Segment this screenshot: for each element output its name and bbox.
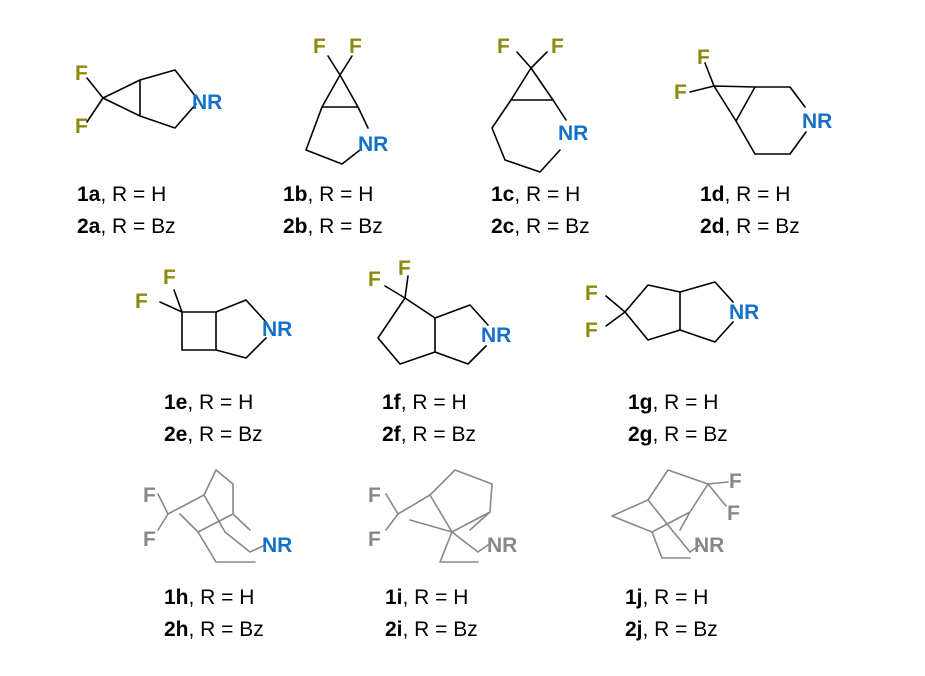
svg-text:2a, R = Bz: 2a, R = Bz — [77, 215, 176, 238]
svg-text:1f, R = H: 1f, R = H — [382, 391, 467, 414]
svg-text:1g, R = H: 1g, R = H — [628, 391, 718, 414]
fluorine-atom: F — [497, 35, 510, 58]
label-1c: 1c, R = H 2c, R = Bz — [491, 183, 590, 238]
structure-1f: F F NR — [368, 257, 511, 365]
label-1d: 1d, R = H 2d, R = Bz — [700, 183, 800, 238]
structure-1j: F F NR — [611, 469, 742, 559]
nr-atom: NR — [729, 301, 759, 324]
structure-1c: F F NR — [491, 35, 588, 173]
fluorine-atom: F — [368, 484, 381, 507]
label-1a: 1a, R = H 2a, R = Bz — [77, 183, 176, 238]
fluorine-atom: F — [398, 257, 411, 280]
svg-text:2b, R = Bz: 2b, R = Bz — [283, 215, 383, 238]
fluorine-atom: F — [727, 502, 740, 525]
fluorine-atom: F — [585, 319, 598, 342]
fluorine-atom: F — [143, 528, 156, 551]
nr-atom: NR — [694, 534, 724, 557]
fluorine-atom: F — [135, 290, 148, 313]
fluorine-atom: F — [729, 470, 742, 493]
svg-text:1e, R = H: 1e, R = H — [164, 391, 253, 414]
svg-text:2g, R = Bz: 2g, R = Bz — [628, 423, 728, 446]
fluorine-atom: F — [313, 35, 326, 58]
svg-text:1d, R = H: 1d, R = H — [700, 183, 790, 206]
label-1i: 1i, R = H 2i, R = Bz — [385, 586, 478, 641]
structure-1a: F F NR — [75, 62, 222, 138]
structure-1g: F F NR — [585, 281, 759, 343]
label-1j: 1j, R = H 2j, R = Bz — [625, 586, 718, 641]
label-1e: 1e, R = H 2e, R = Bz — [164, 391, 263, 446]
svg-text:2j, R = Bz: 2j, R = Bz — [625, 618, 718, 641]
fluorine-atom: F — [697, 46, 710, 69]
svg-text:1h, R = H: 1h, R = H — [164, 586, 254, 609]
svg-text:2d, R = Bz: 2d, R = Bz — [700, 215, 800, 238]
nr-atom: NR — [487, 534, 517, 557]
svg-text:2c, R = Bz: 2c, R = Bz — [491, 215, 590, 238]
nr-atom: NR — [262, 534, 292, 557]
nr-atom: NR — [358, 133, 388, 156]
label-1f: 1f, R = H 2f, R = Bz — [382, 391, 476, 446]
nr-atom: NR — [192, 91, 222, 114]
svg-text:1j, R = H: 1j, R = H — [625, 586, 708, 609]
svg-text:1a, R = H: 1a, R = H — [77, 183, 166, 206]
fluorine-atom: F — [551, 35, 564, 58]
structure-1b: F F NR — [305, 35, 388, 165]
fluorine-atom: F — [163, 266, 176, 289]
nr-atom: NR — [481, 324, 511, 347]
structure-1i: F F NR — [368, 469, 517, 563]
fluorine-atom: F — [143, 484, 156, 507]
label-1g: 1g, R = H 2g, R = Bz — [628, 391, 728, 446]
label-1b: 1b, R = H 2b, R = Bz — [283, 183, 383, 238]
svg-text:1c, R = H: 1c, R = H — [491, 183, 580, 206]
fluorine-atom: F — [75, 62, 88, 85]
fluorine-atom: F — [368, 268, 381, 291]
fluorine-atom: F — [585, 282, 598, 305]
nr-atom: NR — [262, 318, 292, 341]
svg-text:2e, R = Bz: 2e, R = Bz — [164, 423, 263, 446]
svg-text:1b, R = H: 1b, R = H — [283, 183, 373, 206]
nr-atom: NR — [802, 110, 832, 133]
nr-atom: NR — [558, 122, 588, 145]
fluorine-atom: F — [674, 81, 687, 104]
structure-1e: F F NR — [135, 266, 292, 359]
structure-1d: F F NR — [674, 46, 832, 155]
svg-text:2h, R = Bz: 2h, R = Bz — [164, 618, 264, 641]
fluorine-atom: F — [349, 35, 362, 58]
fluorine-atom: F — [75, 115, 88, 138]
svg-text:1i, R = H: 1i, R = H — [385, 586, 468, 609]
svg-text:2i, R = Bz: 2i, R = Bz — [385, 618, 478, 641]
structure-1h: F F NR — [143, 469, 292, 563]
label-1h: 1h, R = H 2h, R = Bz — [164, 586, 264, 641]
fluorine-atom: F — [368, 528, 381, 551]
svg-text:2f, R = Bz: 2f, R = Bz — [382, 423, 476, 446]
